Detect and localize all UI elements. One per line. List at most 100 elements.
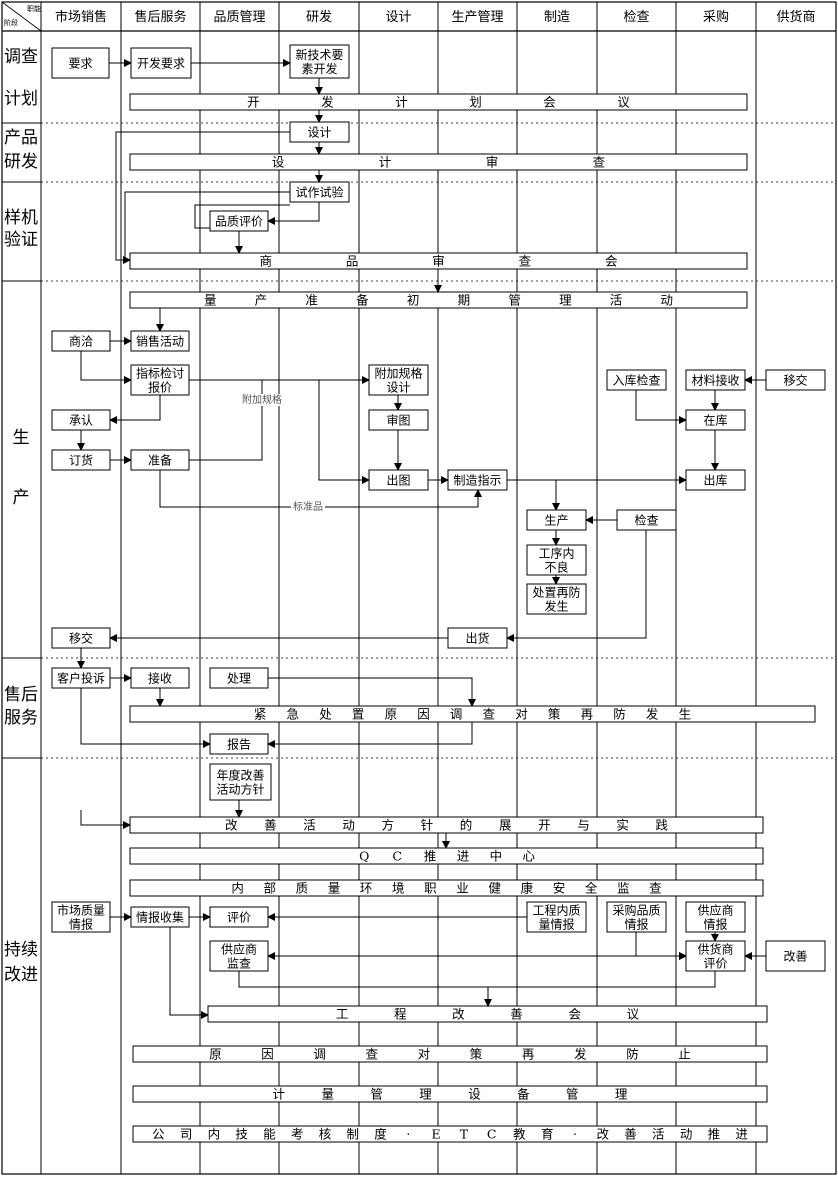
box-complaint: [51, 667, 111, 689]
bar-char: 策: [470, 1047, 483, 1062]
bar-char: 展: [499, 818, 512, 833]
box-label: 报告: [227, 737, 251, 752]
bar-char: 制: [347, 1127, 360, 1142]
box-label: 指标检讨: [136, 366, 184, 381]
bar-char: 善: [264, 818, 277, 833]
box-label: 监查: [227, 957, 251, 971]
connector: [80, 810, 131, 829]
bar-char: 核: [319, 1127, 332, 1142]
bar-char: 划: [469, 95, 482, 110]
corner-function-label: 职能: [27, 4, 41, 13]
bar-char: 备: [517, 1087, 530, 1102]
bar-char: 业: [456, 881, 469, 896]
bar-char: 改: [225, 818, 238, 833]
bar-char: 推: [708, 1127, 721, 1142]
bar-char: 质: [296, 881, 309, 896]
bar-char: 再: [522, 1047, 535, 1062]
bar-char: 商: [259, 254, 272, 269]
bar-char: 与: [577, 818, 590, 833]
bar-audit: [129, 879, 764, 897]
bar-char: 部: [263, 881, 276, 896]
column-header: 研发: [306, 9, 332, 25]
column-header: 采购: [703, 9, 729, 25]
bar-char: 原: [209, 1047, 222, 1062]
bar-char: 实: [616, 818, 629, 833]
bar-design-review: [129, 153, 748, 171]
box-label: 品质评价: [215, 215, 263, 229]
box-label: 处理: [227, 672, 251, 686]
bar-char: 量: [204, 293, 217, 308]
bar-char: 考: [291, 1127, 304, 1142]
column-header: 供货商: [776, 9, 815, 25]
box-label: 发生: [544, 599, 568, 614]
bar-char: 调: [313, 1047, 326, 1062]
bar-char: 中: [490, 849, 503, 864]
bar-char: 内: [208, 1127, 221, 1142]
bar-char: 备: [356, 293, 369, 308]
box-transfer-sup: [765, 369, 826, 391]
process-shapes: 要求开发要求新技术要素开发开发计划会议设计设计审查试作试验品质评价商品审查会量产…: [51, 44, 826, 1143]
stage-label-dev: 产品: [4, 128, 38, 148]
column-header: 制造: [544, 10, 570, 25]
bar-char: 技: [235, 1127, 248, 1142]
box-label: 供货商: [697, 942, 733, 957]
box-label: 新技术要: [295, 47, 343, 62]
bar-char: 原: [385, 707, 398, 722]
box-label: 开发要求: [137, 56, 185, 71]
bar-char: ·: [406, 1127, 410, 1142]
bar-char: 审: [432, 254, 445, 269]
stage-label-prod: 生: [13, 428, 30, 448]
bar-char: 会: [605, 254, 618, 269]
box-label: 客户投诉: [57, 671, 105, 686]
bar-char: 善: [510, 1007, 523, 1022]
box-label: 检查: [634, 513, 658, 528]
connector: [635, 390, 687, 424]
bar-char: 康: [521, 881, 534, 896]
bar-char: 处: [319, 707, 332, 722]
bar-char: 会: [543, 95, 556, 110]
bar-char: 发: [321, 95, 334, 110]
bar-char: 管: [566, 1087, 579, 1102]
bar-char: 境: [392, 881, 405, 896]
box-new-tech: [289, 44, 350, 79]
connector: [189, 380, 263, 461]
box-label: 出图: [386, 474, 410, 488]
column-header: 市场销售: [55, 9, 107, 25]
column-header: 设计: [385, 10, 411, 25]
corner-diagonal: [1, 1, 42, 32]
box-prevent: [526, 583, 587, 615]
bar-char: 内: [231, 881, 244, 896]
box-quote: [130, 364, 190, 396]
box-label: 入库检查: [612, 373, 660, 388]
box-label: 附加规格: [374, 366, 422, 381]
connector: [115, 131, 290, 264]
bar-char: 推: [424, 849, 437, 864]
box-in-inspect: [606, 369, 667, 391]
box-prepare: [130, 449, 190, 471]
bar-char: 查: [593, 155, 606, 170]
bar-char: 针: [421, 818, 434, 833]
bar-char: 善: [624, 1127, 637, 1142]
bar-qc: [129, 847, 764, 865]
box-label: 移交: [783, 373, 807, 388]
bar-char: 产: [255, 293, 268, 308]
bar-char: 调: [450, 707, 463, 722]
bar-char: 监: [617, 881, 630, 896]
bar-char: 育: [541, 1127, 554, 1142]
box-purch-info: [606, 901, 667, 933]
bar-char: 紧: [254, 707, 267, 722]
stage-label-survey: 计划: [4, 89, 38, 109]
box-label: 移交: [69, 631, 93, 646]
box-sup-info: [685, 901, 746, 933]
bar-char: 设: [468, 1087, 481, 1102]
box-sup-eval: [685, 940, 746, 972]
box-label: 情报: [703, 917, 727, 932]
bar-char: 计: [273, 1087, 286, 1102]
bar-policy: [129, 816, 764, 834]
bar-char: 审: [486, 155, 499, 170]
bar-char: 程: [394, 1007, 407, 1022]
note-bg: [291, 501, 325, 513]
box-label: 生产: [544, 514, 568, 528]
bar-char: 司: [180, 1127, 193, 1142]
box-mat-recv: [685, 369, 746, 391]
